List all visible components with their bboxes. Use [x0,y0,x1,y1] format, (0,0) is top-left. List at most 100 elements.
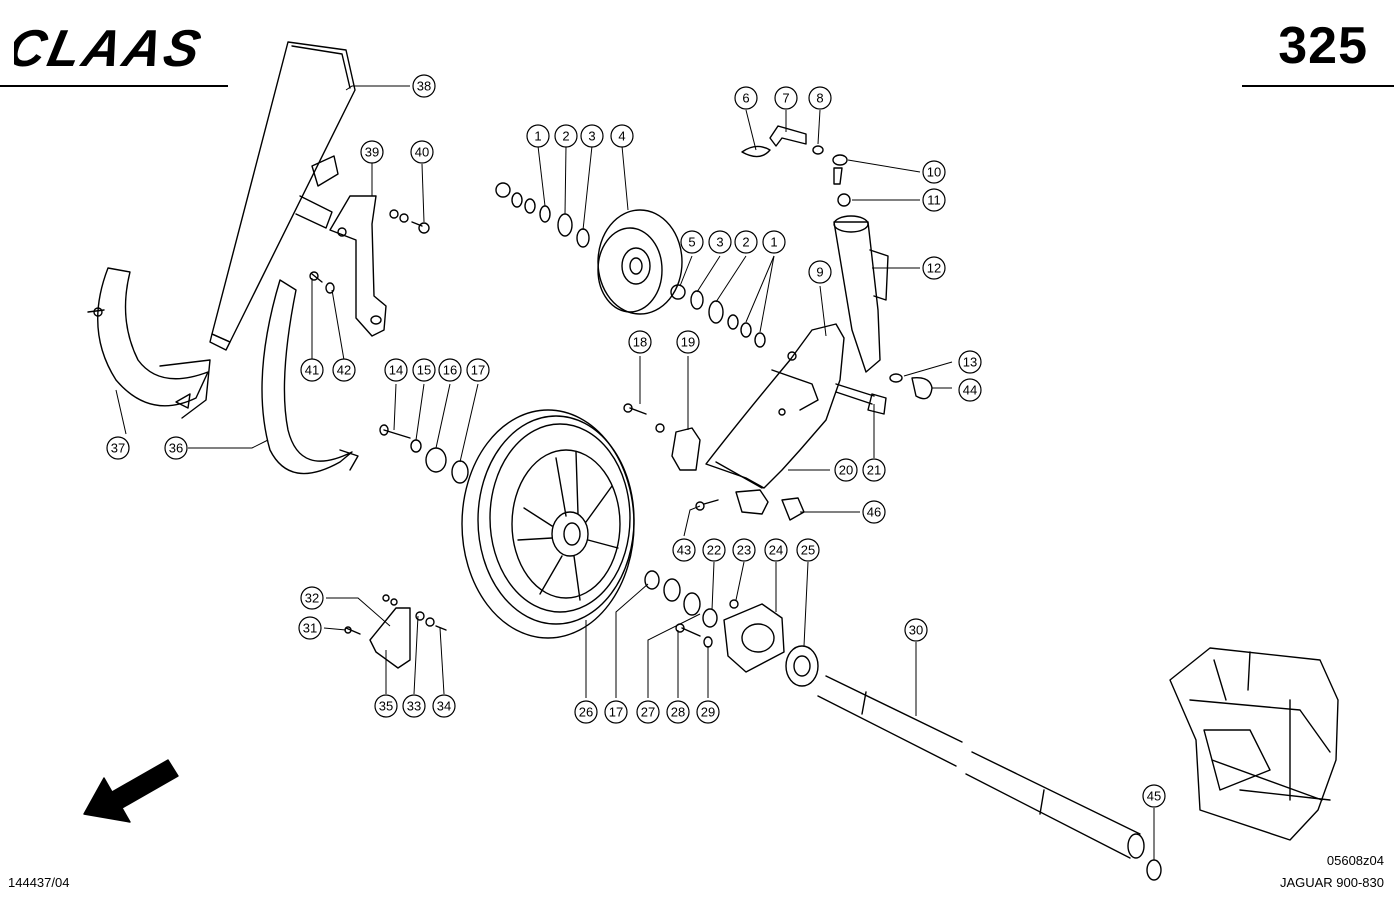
svg-text:28: 28 [671,705,685,720]
callout-27: 27 [636,700,660,724]
svg-text:3: 3 [588,129,595,144]
callout-3-2: 3 [708,230,732,254]
drawing-code: 05608z04 [1326,853,1384,868]
callout-8: 8 [808,86,832,110]
svg-text:41: 41 [305,363,319,378]
callout-16: 16 [438,358,462,382]
callout-5: 5 [680,230,704,254]
callout-36: 36 [164,436,188,460]
callout-38: 38 [412,74,436,98]
clip-and-pin [741,125,824,158]
callout-29: 29 [696,700,720,724]
svg-text:5: 5 [688,235,695,250]
callout-6: 6 [734,86,758,110]
callout-18: 18 [628,330,652,354]
small-bracket [344,594,447,669]
svg-text:4: 4 [618,129,625,144]
svg-text:3: 3 [716,235,723,250]
svg-text:6: 6 [742,91,749,106]
svg-text:8: 8 [816,91,823,106]
main-pulley [461,409,635,639]
callout-37: 37 [106,436,130,460]
callout-1-2: 1 [762,230,786,254]
svg-text:36: 36 [169,441,183,456]
hub-parts-14-17 [379,424,469,484]
machine-thumbnail [1169,647,1339,841]
idler-pulley-upper [495,182,683,315]
svg-text:29: 29 [701,705,715,720]
bracket-arm [329,195,387,337]
svg-text:44: 44 [963,383,977,398]
callout-3: 3 [580,124,604,148]
callout-7: 7 [774,86,798,110]
callout-2: 2 [554,124,578,148]
svg-text:43: 43 [677,543,691,558]
svg-text:18: 18 [633,335,647,350]
svg-text:10: 10 [927,165,941,180]
svg-text:16: 16 [443,363,457,378]
svg-text:11: 11 [927,193,941,208]
svg-text:35: 35 [379,699,393,714]
callout-20: 20 [834,458,858,482]
spring-tensioner [832,154,889,373]
callout-41: 41 [300,358,324,382]
callout-32: 32 [300,586,324,610]
svg-text:20: 20 [839,463,853,478]
callout-2-2: 2 [734,230,758,254]
long-bolt [835,383,887,415]
callout-15: 15 [412,358,436,382]
hardware-40-42 [309,209,430,294]
callout-19: 19 [676,330,700,354]
callout-35: 35 [374,694,398,718]
callout-13: 13 [958,350,982,374]
callout-39: 39 [360,140,384,164]
callout-11: 11 [922,188,946,212]
svg-text:12: 12 [927,261,941,276]
svg-text:45: 45 [1147,789,1161,804]
callout-17: 17 [466,358,490,382]
svg-text:14: 14 [389,363,403,378]
belt-loop [261,279,359,475]
curved-guard [87,267,211,419]
svg-text:26: 26 [579,705,593,720]
callout-4: 4 [610,124,634,148]
svg-text:31: 31 [303,621,317,636]
callout-42: 42 [332,358,356,382]
callout-14: 14 [384,358,408,382]
svg-text:19: 19 [681,335,695,350]
tensioner-arm [705,323,845,489]
svg-text:30: 30 [909,623,923,638]
svg-text:21: 21 [867,463,881,478]
callout-28: 28 [666,700,690,724]
svg-text:2: 2 [562,129,569,144]
svg-text:13: 13 [963,355,977,370]
svg-text:2: 2 [742,235,749,250]
header-rule-left [0,85,228,87]
callout-44: 44 [958,378,982,402]
svg-text:CLAAS: CLAAS [14,22,209,72]
svg-text:39: 39 [365,145,379,160]
svg-text:42: 42 [337,363,351,378]
drive-shaft [817,675,1145,859]
callout-22: 22 [702,538,726,562]
mount-block [623,403,701,471]
svg-text:40: 40 [415,145,429,160]
svg-text:32: 32 [305,591,319,606]
belt-guard-strip [209,41,356,351]
svg-text:46: 46 [867,505,881,520]
header-rule-right [1242,85,1394,87]
callout-23: 23 [732,538,756,562]
callout-34: 34 [432,694,456,718]
svg-text:17: 17 [609,705,623,720]
callout-26: 26 [574,700,598,724]
idler-pulley-spacers [670,284,766,348]
leader-lines [115,85,1155,860]
svg-text:22: 22 [707,543,721,558]
svg-text:27: 27 [641,705,655,720]
callout-12: 12 [922,256,946,280]
svg-text:23: 23 [737,543,751,558]
svg-text:37: 37 [111,441,125,456]
callout-25: 25 [796,538,820,562]
svg-text:15: 15 [417,363,431,378]
